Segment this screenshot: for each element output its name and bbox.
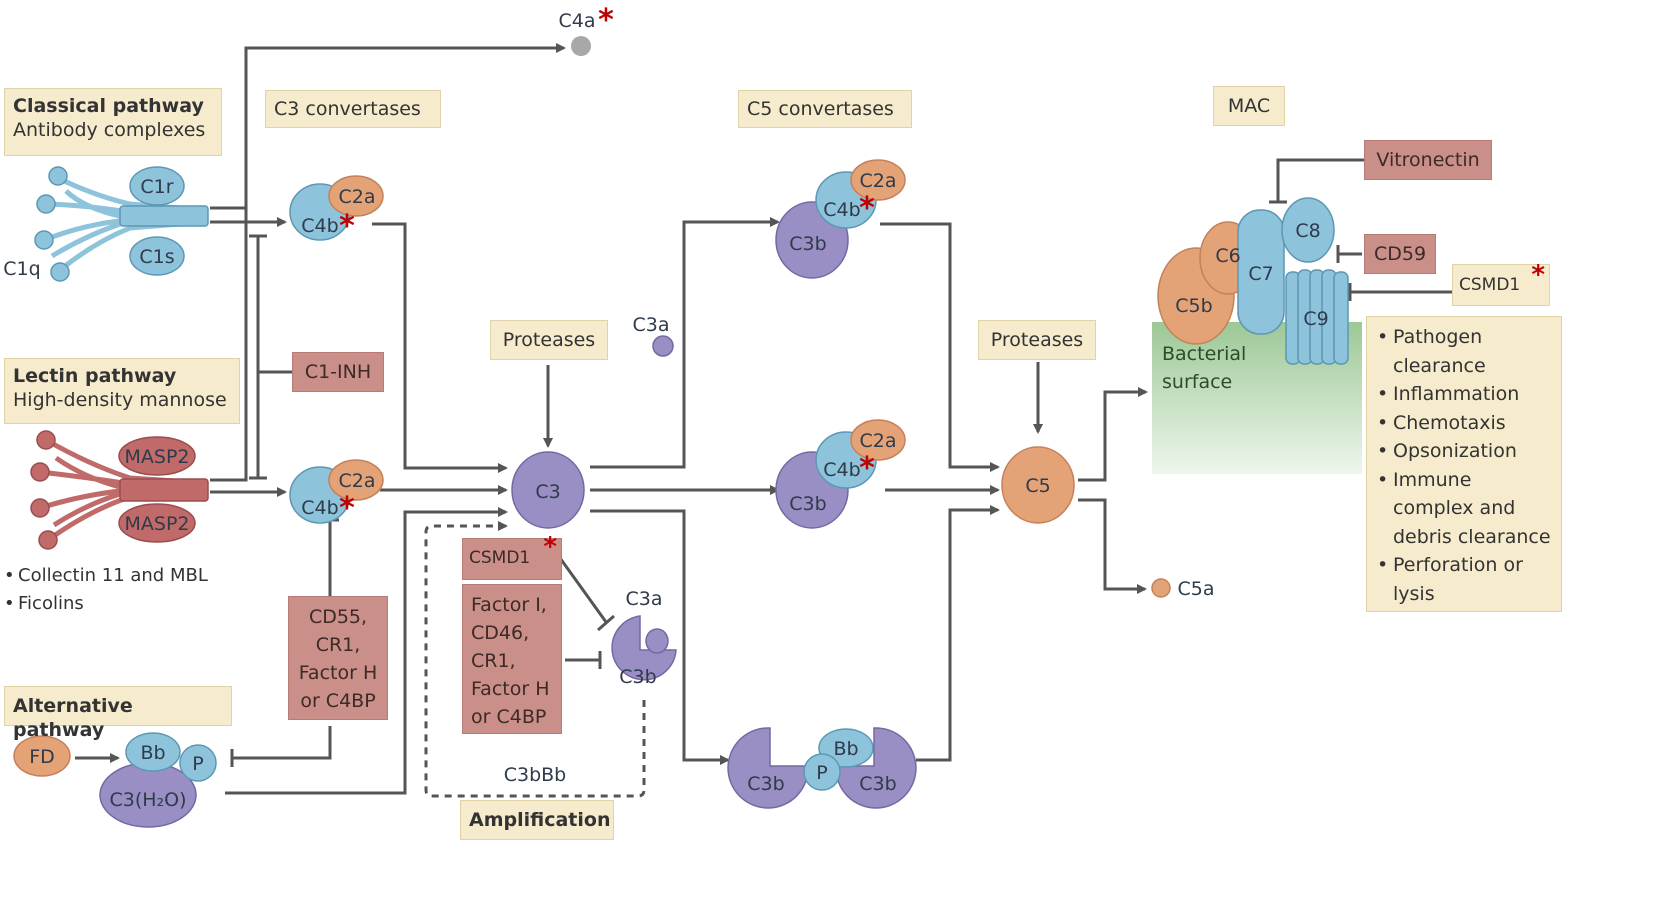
c2a-middle-label: C2a — [860, 430, 897, 452]
mac-effects-box: Pathogen clearance Inflammation Chemotax… — [1366, 316, 1562, 612]
c2a-classical-label: C2a — [339, 186, 376, 208]
c3b-alt-right-label: C3b — [859, 773, 896, 795]
c3-convertase-lectin — [289, 459, 384, 524]
asterisk-marks: * * * * * — [339, 3, 875, 526]
effect-item: Immune complex and debris clearance — [1373, 466, 1555, 552]
mac-header: MAC — [1213, 86, 1285, 126]
lectin-pathway-title: Lectin pathway — [13, 365, 177, 387]
c5b-label: C5b — [1175, 295, 1212, 317]
c3a-fragment — [652, 335, 674, 357]
inhibition-lines — [230, 158, 1452, 767]
amplification-box: Amplification — [460, 800, 614, 840]
c5-convertase-middle — [775, 419, 906, 529]
c5-label: C5 — [1025, 475, 1050, 497]
c3-convertases-header: C3 convertases — [265, 90, 441, 128]
c3bbb-label: C3bBb — [504, 764, 567, 786]
lectin-recognition-list: Collectin 11 and MBL Ficolins — [2, 562, 208, 618]
c5-convertase-top — [775, 159, 906, 279]
c8-label: C8 — [1295, 220, 1320, 242]
cd59-box: CD59 — [1364, 234, 1436, 274]
c3-convertase-classical — [289, 175, 384, 241]
bb-alt-label: Bb — [140, 742, 165, 764]
factor-i-group-box: Factor I, CD46, CR1, Factor H or C4BP — [462, 584, 562, 734]
c1r-label: C1r — [140, 176, 173, 198]
c2a-top-label: C2a — [860, 170, 897, 192]
c1-complex — [34, 166, 209, 282]
asterisk-csmd1: * — [543, 532, 557, 562]
p-alt-label: P — [192, 753, 203, 775]
asterisk-c4b-top: * — [859, 191, 875, 226]
proteases-box-c3: Proteases — [490, 320, 608, 360]
masp2-top-label: MASP2 — [125, 446, 190, 468]
c6-label: C6 — [1215, 245, 1240, 267]
csmd1-label: CSMD1 — [469, 548, 531, 568]
vitronectin-box: Vitronectin — [1364, 140, 1492, 180]
fd-label: FD — [29, 746, 55, 768]
bacterial-surface-label: Bacterial surface — [1162, 343, 1247, 393]
csmd1-box-mac: CSMD1 * — [1452, 260, 1550, 306]
c4b-lectin-label: C4b — [301, 497, 338, 519]
lectin-pathway-box: Lectin pathway High-density mannose — [4, 358, 240, 424]
c4b-top-label: C4b — [823, 199, 860, 221]
c3a-free-label: C3a — [633, 314, 670, 336]
csmd1-label: CSMD1 — [1459, 275, 1521, 295]
c3b-middle-label: C3b — [789, 493, 826, 515]
c3b-label: C3b — [619, 666, 656, 688]
lectin-complex — [30, 430, 209, 550]
cd55-group-box: CD55, CR1, Factor H or C4BP — [288, 596, 388, 720]
alternative-pathway-box: Alternative pathway — [4, 686, 232, 741]
c4a-label: C4a — [559, 10, 596, 32]
c3b-with-c3a — [611, 615, 677, 681]
effect-item: Opsonization — [1373, 437, 1555, 466]
c2a-lectin-label: C2a — [339, 470, 376, 492]
proteases-box-c5: Proteases — [978, 320, 1096, 360]
bb-c5-label: Bb — [833, 738, 858, 760]
asterisk-c4a: * — [598, 3, 614, 38]
c5a-label: C5a — [1178, 578, 1215, 600]
lectin-item: Collectin 11 and MBL — [2, 562, 208, 590]
asterisk-c4b-middle: * — [859, 451, 875, 486]
c9-label: C9 — [1303, 308, 1328, 330]
c3h2o-label: C3(H₂O) — [109, 789, 186, 811]
c4b-middle-label: C4b — [823, 459, 860, 481]
alternative-molecules — [13, 732, 217, 828]
c3a-bound-label: C3a — [626, 588, 663, 610]
classical-pathway-subtitle: Antibody complexes — [13, 118, 206, 141]
classical-pathway-title: Classical pathway — [13, 95, 204, 117]
c7-label: C7 — [1248, 263, 1273, 285]
c3-label: C3 — [535, 481, 560, 503]
asterisk-c4b-lectin: * — [339, 491, 355, 526]
c5-convertases-header: C5 convertases — [738, 90, 912, 128]
c1s-label: C1s — [139, 246, 174, 268]
c5-molecule — [1001, 446, 1075, 524]
effects-list: Pathogen clearance Inflammation Chemotax… — [1373, 323, 1555, 608]
csmd1-box-amplification: CSMD1 * — [462, 532, 562, 580]
effect-item: Inflammation — [1373, 380, 1555, 409]
mac-complex — [1157, 197, 1349, 365]
amplification-loop — [424, 521, 646, 798]
c5a-fragment — [1151, 578, 1171, 598]
c4a-fragment — [571, 36, 591, 56]
classical-pathway-box: Classical pathway Antibody complexes — [4, 88, 222, 156]
c1-inh-box: C1-INH — [292, 352, 384, 392]
c3b-top-label: C3b — [789, 233, 826, 255]
molecule-labels: C1r C1s C1q MASP2 MASP2 C4a C4b C2a C4b … — [3, 10, 1328, 811]
c4b-classical-label: C4b — [301, 215, 338, 237]
c3-molecule — [511, 451, 585, 529]
asterisk-c4b-classical: * — [339, 209, 355, 244]
lectin-pathway-subtitle: High-density mannose — [13, 388, 227, 411]
c3b-alt-left-label: C3b — [747, 773, 784, 795]
c5-convertase-alternative — [727, 727, 917, 809]
effect-item: Chemotaxis — [1373, 409, 1555, 438]
effect-item: Pathogen clearance — [1373, 323, 1555, 380]
asterisk-csmd1-mac: * — [1531, 260, 1545, 290]
c1q-label: C1q — [3, 258, 40, 280]
lectin-item: Ficolins — [2, 590, 208, 618]
masp2-bottom-label: MASP2 — [125, 513, 190, 535]
effect-item: Perforation or lysis — [1373, 551, 1555, 608]
p-c5-label: P — [816, 762, 827, 784]
pathway-arrows — [75, 43, 1148, 795]
